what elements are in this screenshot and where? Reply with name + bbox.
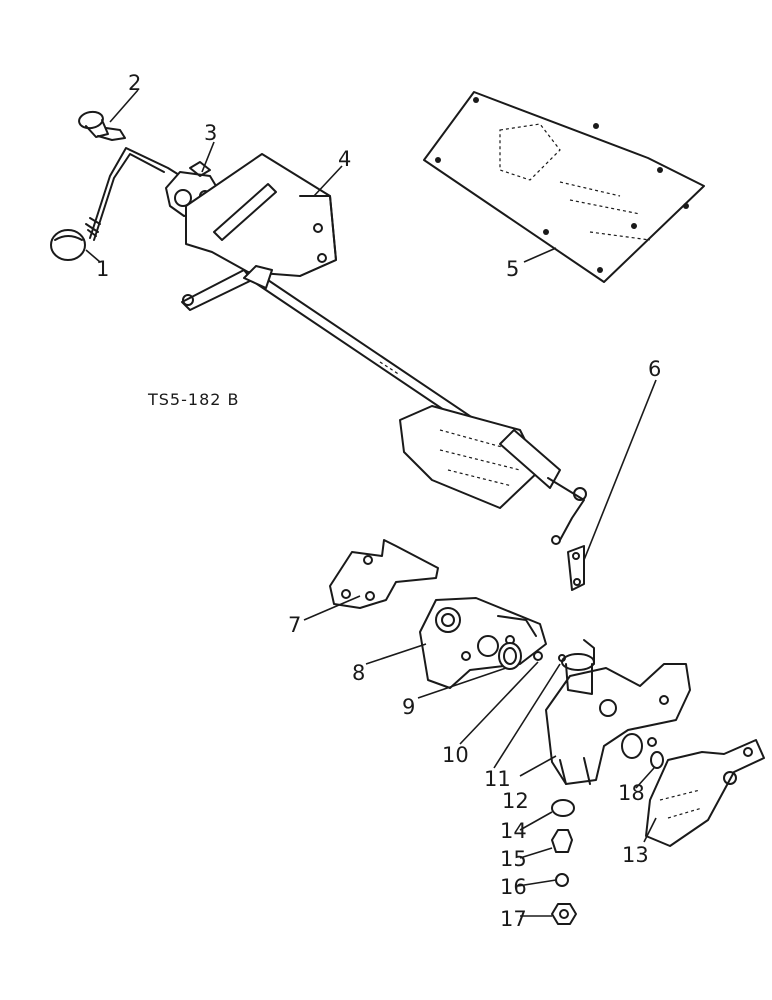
callout-9: 9 bbox=[402, 695, 415, 719]
part-seal-ring bbox=[650, 751, 664, 769]
part-quadrant-sector bbox=[399, 405, 587, 545]
callout-11: 11 bbox=[484, 767, 511, 791]
callout-13: 13 bbox=[622, 843, 649, 867]
part-pivot-pin bbox=[78, 110, 126, 141]
callout-6: 6 bbox=[648, 357, 661, 381]
part-plug-stack bbox=[551, 799, 577, 925]
callout-1: 1 bbox=[96, 257, 109, 281]
callout-3: 3 bbox=[204, 121, 217, 145]
callout-5: 5 bbox=[506, 257, 519, 281]
callout-2: 2 bbox=[128, 71, 141, 95]
callout-15: 15 bbox=[500, 847, 527, 871]
leader-lines bbox=[85, 89, 657, 917]
callout-14: 14 bbox=[500, 819, 527, 843]
callout-17: 17 bbox=[500, 907, 527, 931]
callout-12: 12 bbox=[502, 789, 529, 813]
callout-18: 18 bbox=[618, 781, 645, 805]
callout-4: 4 bbox=[338, 147, 351, 171]
part-link bbox=[567, 545, 585, 591]
part-valve-block bbox=[419, 597, 547, 689]
callout-8: 8 bbox=[352, 661, 365, 685]
callout-16: 16 bbox=[500, 875, 527, 899]
part-mounting-bracket bbox=[329, 539, 439, 609]
callout-10: 10 bbox=[442, 743, 469, 767]
callout-labels: 1 2 3 4 5 6 7 8 9 10 11 12 13 14 15 16 1… bbox=[96, 71, 661, 931]
part-bell-crank bbox=[645, 739, 765, 847]
reference-code: TS5-182 B bbox=[147, 390, 239, 409]
callout-7: 7 bbox=[288, 613, 301, 637]
part-cover-plate bbox=[423, 91, 705, 283]
part-knob bbox=[50, 229, 86, 261]
part-valve-body bbox=[545, 639, 691, 785]
